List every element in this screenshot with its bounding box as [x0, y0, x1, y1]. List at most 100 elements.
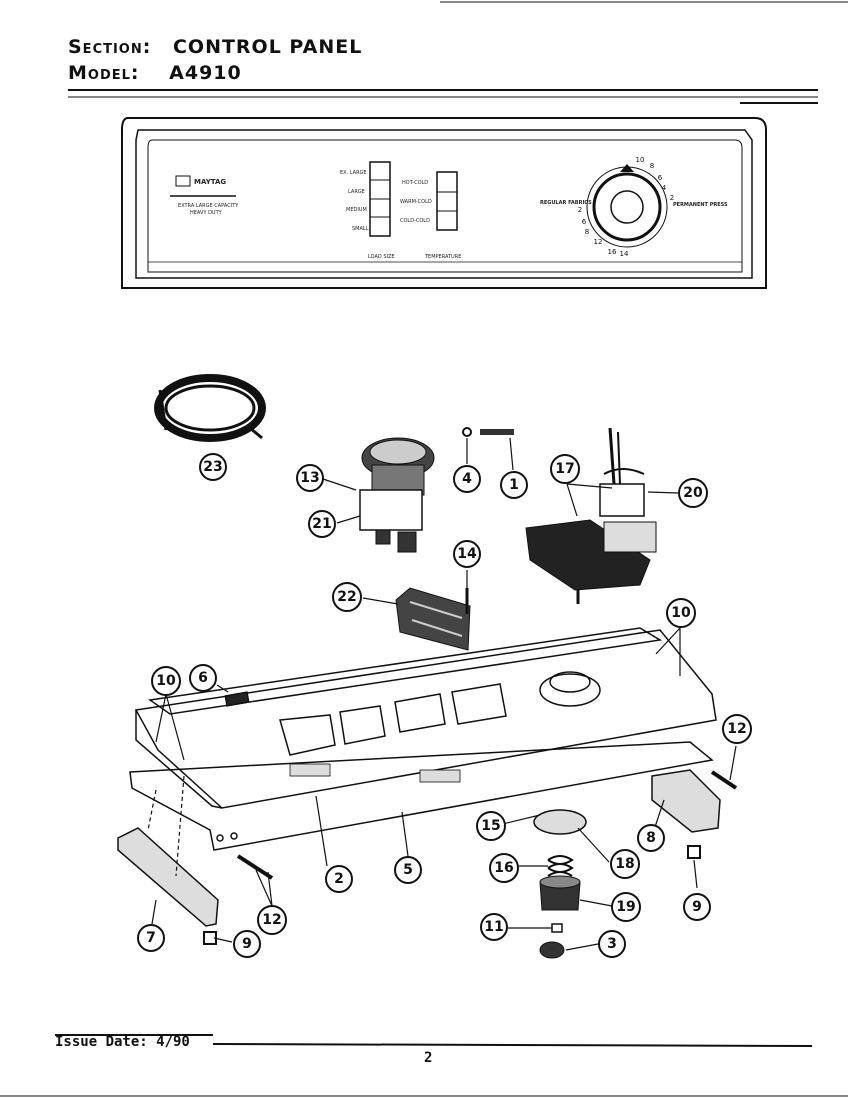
- dial-number: 10: [636, 156, 645, 164]
- clip-part: [224, 691, 250, 707]
- svg-text:18: 18: [615, 856, 634, 872]
- temperature-selector: HOT-COLD WARM-COLD COLD-COLD TEMPERATURE: [400, 171, 461, 260]
- svg-text:19: 19: [616, 899, 635, 915]
- callout-20: 20: [678, 478, 708, 508]
- svg-text:13: 13: [300, 470, 319, 486]
- callout-19: 19: [611, 892, 641, 922]
- svg-text:8: 8: [646, 830, 656, 846]
- callout-11: 11: [480, 913, 508, 941]
- callout-1: 1: [500, 471, 528, 499]
- back-plate-part: [129, 741, 714, 851]
- dial-number: 8: [650, 162, 654, 170]
- svg-text:23: 23: [203, 459, 222, 475]
- svg-text:14: 14: [457, 546, 477, 562]
- svg-text:20: 20: [683, 485, 703, 501]
- model-heading: Model: A4910: [68, 62, 242, 84]
- callout-21: 21: [308, 510, 336, 538]
- knob-assembly-part: [533, 809, 587, 959]
- callout-9: 9: [233, 930, 261, 958]
- callout-13: 13: [296, 464, 324, 492]
- load-size-option: SMALL: [352, 226, 369, 232]
- svg-text:9: 9: [242, 936, 252, 952]
- svg-text:3: 3: [607, 936, 617, 952]
- dial-number: 8: [585, 228, 589, 236]
- svg-text:9: 9: [692, 899, 702, 915]
- callout-23: 23: [199, 453, 227, 481]
- svg-text:12: 12: [727, 721, 746, 737]
- load-size-option: LARGE: [348, 189, 365, 195]
- timer-dial: REGULAR FABRICS PERMANENT PRESS 10 8 6 4…: [540, 156, 728, 258]
- pin-part: [480, 429, 514, 435]
- leader-lines: [147, 437, 737, 951]
- dial-number: 6: [658, 174, 663, 182]
- model-key: Model:: [68, 62, 140, 84]
- callout-6: 6: [189, 664, 217, 692]
- callout-14: 14: [453, 540, 481, 568]
- callout-3: 3: [598, 930, 626, 958]
- callout-16: 16: [489, 853, 519, 883]
- svg-text:5: 5: [403, 862, 413, 878]
- load-size-option: EX. LARGE: [340, 170, 367, 176]
- svg-text:15: 15: [481, 818, 500, 834]
- dial-number: 12: [594, 238, 603, 246]
- callout-17: 17: [550, 454, 580, 484]
- temperature-caption: TEMPERATURE: [424, 254, 461, 260]
- section-heading: Section: CONTROL PANEL: [68, 36, 362, 58]
- callout-12: 12: [257, 905, 287, 935]
- svg-text:7: 7: [146, 930, 156, 946]
- panel-brand: MAYTAG: [194, 178, 226, 186]
- svg-text:2: 2: [334, 871, 344, 887]
- svg-text:12: 12: [262, 912, 281, 928]
- dial-number: 2: [670, 194, 674, 202]
- temperature-option: WARM-COLD: [400, 199, 432, 205]
- dial-number: 14: [620, 250, 629, 258]
- callout-22: 22: [332, 582, 362, 612]
- svg-text:10: 10: [671, 605, 691, 621]
- callout-10: 10: [151, 666, 181, 696]
- svg-text:17: 17: [555, 461, 574, 477]
- svg-text:11: 11: [484, 919, 503, 935]
- dial-number: 4: [662, 184, 667, 192]
- callout-12: 12: [722, 714, 752, 744]
- callout-10: 10: [666, 598, 696, 628]
- callout-8: 8: [637, 824, 665, 852]
- maytag-logo: [175, 175, 191, 187]
- svg-text:1: 1: [509, 477, 519, 493]
- svg-text:10: 10: [156, 673, 176, 689]
- dial-number: 16: [608, 248, 617, 256]
- section-value: CONTROL PANEL: [172, 36, 363, 58]
- screw-part: [236, 854, 274, 880]
- screw-part: [462, 427, 472, 437]
- dial-number: 2: [578, 206, 582, 214]
- right-end-bracket-part: [651, 769, 721, 833]
- model-value: A4910: [169, 62, 242, 84]
- svg-text:6: 6: [198, 670, 208, 686]
- temperature-option: HOT-COLD: [402, 180, 428, 186]
- screw-part: [710, 770, 738, 790]
- footer-rule: [212, 1043, 813, 1047]
- svg-text:4: 4: [462, 471, 472, 487]
- callout-4: 4: [453, 465, 481, 493]
- temperature-option: COLD-COLD: [400, 218, 430, 224]
- control-panel-front: MAYTAG EXTRA LARGE CAPACITY HEAVY DUTY E…: [121, 117, 767, 289]
- issue-date: Issue Date: 4/90: [55, 1034, 190, 1050]
- callout-7: 7: [137, 924, 165, 952]
- nut-clip-part: [687, 845, 701, 859]
- page-number: 2: [424, 1050, 433, 1066]
- svg-text:22: 22: [337, 589, 356, 605]
- callout-5: 5: [394, 856, 422, 884]
- wire-harness-part: [154, 374, 266, 442]
- callout-9: 9: [683, 893, 711, 921]
- water-level-switch-part: [359, 437, 435, 553]
- section-key: Section:: [68, 36, 152, 58]
- terminal-block-part: [395, 587, 471, 651]
- callout-2: 2: [325, 865, 353, 893]
- load-size-option: MEDIUM: [346, 207, 367, 213]
- timer-motor-part: [525, 427, 657, 604]
- panel-subtitle-1: EXTRA LARGE CAPACITY: [178, 203, 239, 209]
- panel-subtitle-2: HEAVY DUTY: [190, 210, 223, 216]
- permanent-press-label: PERMANENT PRESS: [673, 202, 728, 208]
- regular-fabrics-label: REGULAR FABRICS: [540, 200, 592, 206]
- svg-text:21: 21: [312, 516, 331, 532]
